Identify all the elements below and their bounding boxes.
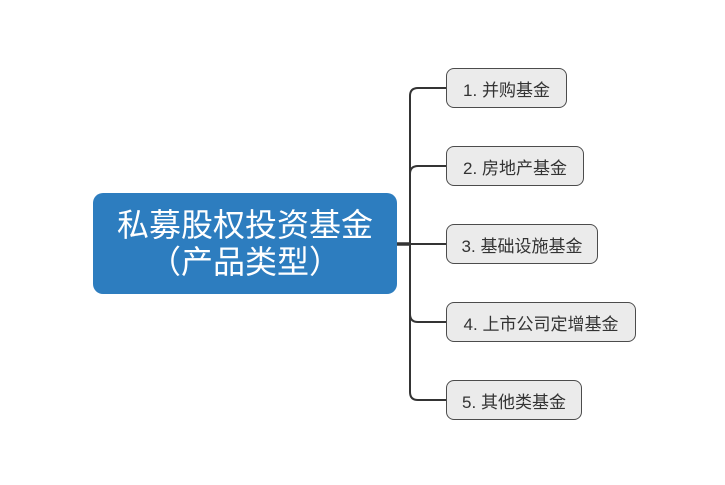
child-topic-label: 1. 并购基金 (463, 80, 550, 100)
branch-line-5 (409, 244, 446, 401)
child-topic-label: 4. 上市公司定增基金 (463, 314, 619, 334)
branch-line-2 (409, 165, 446, 244)
branch-line-1 (409, 87, 446, 244)
child-topic-other-fund[interactable]: 5. 其他类基金 (446, 380, 582, 420)
child-topic-label: 5. 其他类基金 (462, 392, 566, 412)
root-topic-node[interactable]: 私募股权投资基金 （产品类型） (93, 193, 397, 294)
child-topic-label: 2. 房地产基金 (463, 158, 567, 178)
branch-line-4 (409, 244, 446, 323)
child-topic-label: 3. 基础设施基金 (461, 236, 583, 256)
root-topic-title-line2: （产品类型） (148, 243, 341, 280)
child-topic-real-estate-fund[interactable]: 2. 房地产基金 (446, 146, 584, 186)
child-topic-listed-company-fund[interactable]: 4. 上市公司定增基金 (446, 302, 636, 342)
child-topic-merger-fund[interactable]: 1. 并购基金 (446, 68, 567, 108)
child-topic-infrastructure-fund[interactable]: 3. 基础设施基金 (446, 224, 598, 264)
root-topic-title-line1: 私募股权投资基金 (116, 206, 373, 243)
